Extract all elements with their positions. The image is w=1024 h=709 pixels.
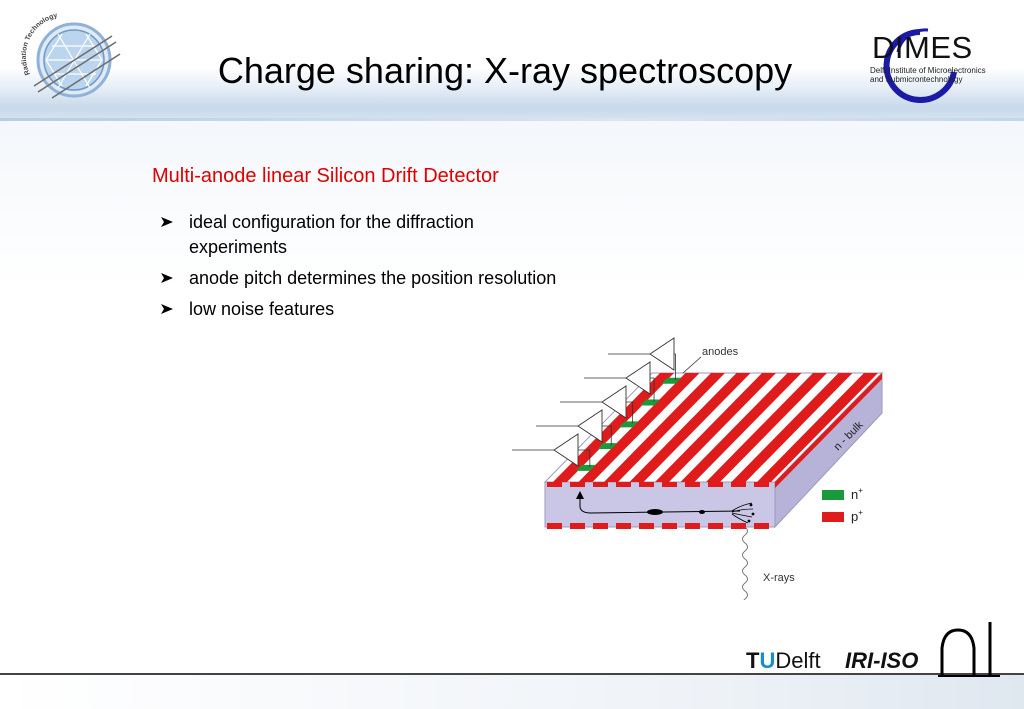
front-bottom-strip [593, 523, 608, 529]
front-bottom-strip [616, 523, 631, 529]
anode-pad [640, 399, 661, 406]
p-strip [731, 373, 853, 482]
anode-pad [618, 421, 639, 428]
front-top-strip [708, 482, 723, 487]
footer-band [0, 675, 1024, 709]
body-background [0, 121, 1024, 601]
drift-path-line [579, 497, 741, 514]
slide-title: Charge sharing: X-ray spectroscopy [217, 50, 793, 91]
front-top-strip [547, 482, 562, 487]
bullet-text: anode pitch determines the position reso… [189, 268, 557, 288]
dimes-subtext-line2: and Submicrontechnology [870, 75, 963, 84]
front-top-strip [639, 482, 654, 487]
amp-output-wire [674, 353, 676, 380]
amplifier-icon [649, 337, 675, 371]
xray-wave-icon [742, 526, 748, 600]
front-bottom-strip [685, 523, 700, 529]
dimes-logo-ring [883, 28, 957, 103]
amp-output-wire [650, 377, 655, 402]
back-edge-strip [775, 373, 882, 488]
electron-cloud-icon [647, 509, 663, 515]
front-bottom-strip [708, 523, 723, 529]
p-strip [655, 373, 776, 482]
front-bottom-strip [570, 523, 585, 529]
front-bottom-strip [754, 523, 769, 529]
legend-label-n: n+ [851, 486, 863, 502]
p-strips [553, 373, 878, 482]
amplifier-chain [512, 337, 676, 467]
anodes-label: anodes [702, 346, 739, 358]
front-bottom-strip [639, 523, 654, 529]
front-bottom-strip [731, 523, 746, 529]
arrow-bullet-icon [161, 304, 173, 314]
reactor-arch-icon [938, 622, 1000, 677]
dimes-logo-text: DIMES [872, 30, 973, 65]
p-strip [706, 373, 827, 482]
drift-arrow-icon [576, 491, 584, 499]
arrow-bullet-icon [161, 273, 173, 283]
front-top-strip [616, 482, 631, 487]
bullet-list: ideal configuration for the diffraction … [160, 210, 560, 328]
arrow-bullet-icon [161, 217, 173, 227]
front-top-strip [754, 482, 769, 487]
anode-pad [661, 377, 682, 384]
bottom-p-strips [547, 482, 769, 529]
legend-label-p: p+ [851, 508, 863, 524]
anode-pads [575, 377, 682, 471]
slide-subtitle: Multi-anode linear Silicon Drift Detecto… [152, 165, 499, 187]
silicon-drift-detector-diagram: X-rays anodes n - bulk n+ p+ [512, 337, 884, 600]
bullet-item: low noise features [160, 297, 560, 322]
front-top-strip [685, 482, 700, 487]
p-strip [680, 373, 802, 482]
iri-iso-logo: IRI-ISO [845, 648, 919, 673]
anodes-pointer-line [682, 356, 702, 374]
front-top-strip [731, 482, 746, 487]
front-top-strip [570, 482, 585, 487]
anode-pad [597, 443, 618, 450]
bullet-text: ideal configuration for the diffraction … [189, 212, 474, 257]
dimes-subtext-line1: Delft Institute of Microelectronics [870, 66, 986, 75]
electron-cloud-icon [699, 510, 705, 514]
footer-divider [0, 673, 1024, 675]
legend-swatch-p [822, 512, 844, 522]
front-top-strip [593, 482, 608, 487]
front-top-strip [662, 482, 677, 487]
p-strip [578, 373, 700, 482]
anode-pad [575, 464, 596, 471]
header-divider [0, 118, 1024, 121]
legend-swatch-n [822, 490, 844, 500]
xrays-label: X-rays [763, 572, 795, 584]
bullet-item: anode pitch determines the position reso… [160, 266, 560, 291]
p-strip [604, 373, 725, 482]
p-strip [629, 373, 751, 482]
p-strip [757, 373, 878, 482]
bullet-item: ideal configuration for the diffraction … [160, 210, 560, 260]
front-bottom-strip [662, 523, 677, 529]
amp-output-wire [602, 425, 612, 446]
header-band [0, 0, 1024, 122]
radiation-technology-logo: Radiation Technology [21, 12, 121, 99]
amp-output-wire [578, 449, 591, 467]
amp-output-wire [626, 401, 634, 424]
p-strip [553, 373, 674, 482]
tudelft-logo: TUDelft [746, 648, 821, 673]
charge-spread-icon [731, 502, 755, 524]
bullet-text: low noise features [189, 299, 335, 319]
front-bottom-strip [547, 523, 562, 529]
